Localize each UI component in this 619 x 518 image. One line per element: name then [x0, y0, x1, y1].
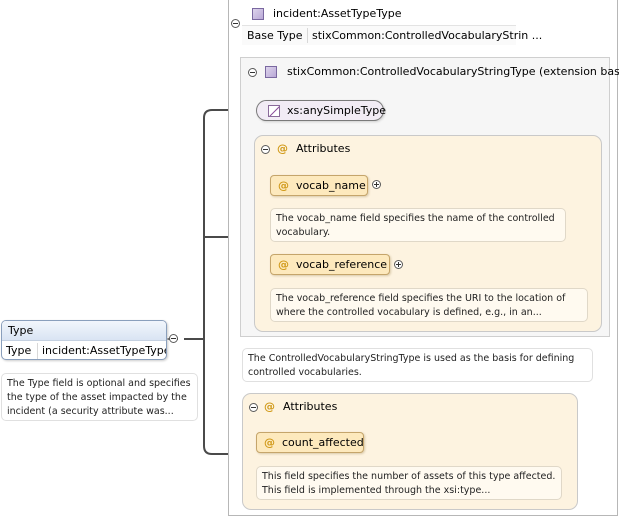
- trunk-path: [203, 109, 256, 455]
- simple-type-name: xs:anySimpleType: [287, 104, 386, 117]
- collapse-icon[interactable]: [249, 403, 258, 412]
- attribute-icon: @: [278, 179, 289, 192]
- attribute-doc: This field specifies the number of asset…: [256, 466, 562, 500]
- base-type-row: Base Type stixCommon:ControlledVocabular…: [242, 25, 542, 45]
- simple-type-box[interactable]: xs:anySimpleType: [256, 100, 386, 121]
- element-type-label: Type: [6, 344, 32, 357]
- element-doc: The Type field is optional and specifies…: [1, 373, 198, 421]
- simple-type-icon: [268, 105, 280, 117]
- extension-base-name: stixCommon:ControlledVocabularyStringTyp…: [287, 65, 619, 78]
- extension-doc: The ControlledVocabularyStringType is us…: [242, 348, 593, 382]
- base-type-label: Base Type: [247, 29, 303, 42]
- attribute-name: count_affected: [282, 436, 364, 449]
- collapse-icon[interactable]: [261, 145, 270, 154]
- complex-type-name: incident:AssetTypeType: [273, 7, 402, 20]
- attribute-name: vocab_reference: [296, 258, 388, 271]
- attributes-label: Attributes: [296, 142, 351, 155]
- collapse-icon[interactable]: [248, 68, 257, 77]
- attribute-doc: The vocab_name field specifies the name …: [270, 208, 566, 242]
- extension-header: stixCommon:ControlledVocabularyStringTyp…: [246, 63, 619, 83]
- attribute-doc: The vocab_reference field specifies the …: [270, 288, 588, 322]
- element-title-bar: Type: [2, 321, 166, 341]
- collapse-icon[interactable]: [231, 19, 240, 28]
- attribute-name: vocab_name: [296, 179, 366, 192]
- attributes-label: Attributes: [283, 400, 338, 413]
- complex-type-icon: [265, 66, 277, 78]
- element-type-value: incident:AssetTypeType: [42, 344, 167, 357]
- attribute-icon: @: [277, 142, 288, 155]
- attribute-vocab-reference[interactable]: @ vocab_reference: [270, 254, 390, 275]
- expand-icon[interactable]: [372, 180, 381, 189]
- complex-type-icon: [252, 8, 264, 20]
- attribute-vocab-name[interactable]: @ vocab_name: [270, 175, 368, 196]
- base-type-value: stixCommon:ControlledVocabularyStrin ...: [312, 29, 543, 42]
- attribute-count-affected[interactable]: @ count_affected: [256, 432, 364, 453]
- expand-icon[interactable]: [394, 260, 403, 269]
- collapse-icon[interactable]: [169, 334, 178, 343]
- attribute-icon: @: [264, 400, 275, 413]
- element-name: Type: [8, 324, 34, 337]
- complex-type-header: incident:AssetTypeType: [231, 5, 516, 28]
- element-box[interactable]: Type Type incident:AssetTypeType: [1, 320, 167, 360]
- element-type-row: Type incident:AssetTypeType: [2, 341, 167, 359]
- attribute-icon: @: [264, 436, 275, 449]
- attribute-icon: @: [278, 258, 289, 271]
